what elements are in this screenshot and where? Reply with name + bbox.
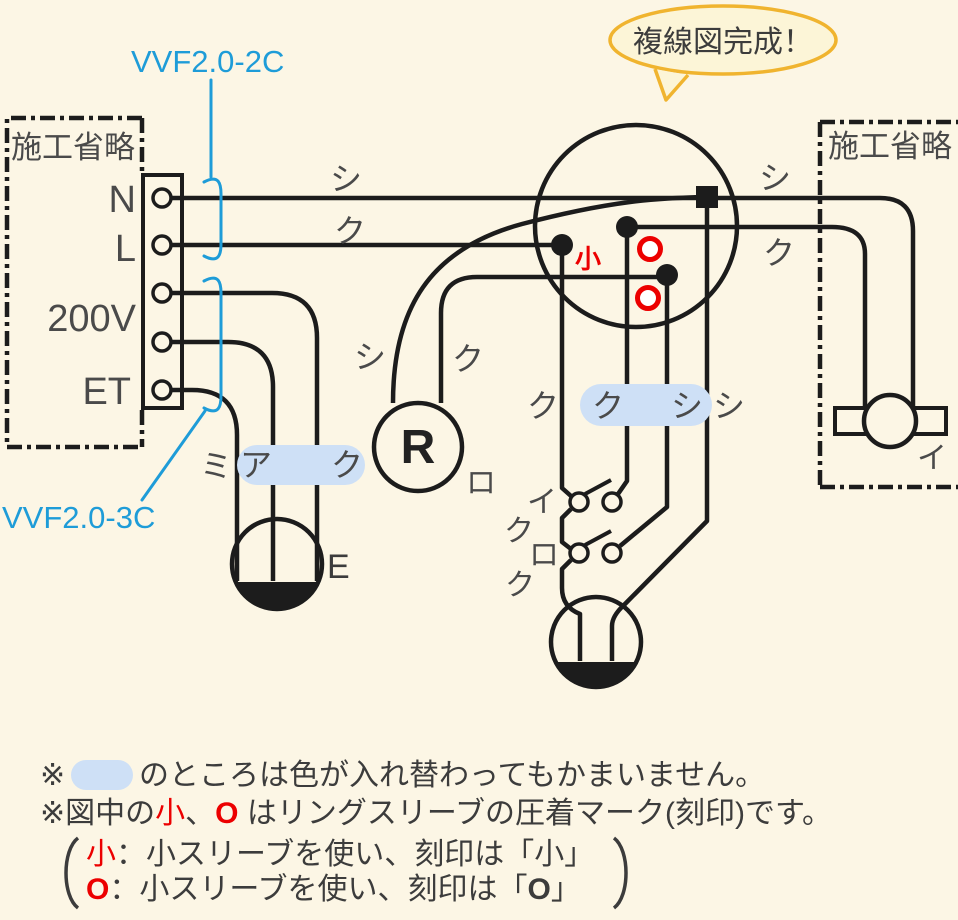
speech-bubble-tail [653, 68, 690, 102]
switch-i-contact-left [568, 491, 590, 513]
cable-markers [140, 78, 223, 502]
wire-label-mi: ミ [200, 448, 232, 484]
switches [568, 478, 623, 564]
note-paren-left [64, 836, 80, 910]
switch-i-lever [584, 478, 612, 496]
wire-switch-ro-return [618, 284, 670, 548]
cable-2c-label: VVF2.0-2C [131, 44, 284, 79]
note-line4-mark: O [86, 873, 109, 906]
note-line3-text: ：小スリーブを使い、刻印は「小」 [116, 838, 594, 871]
note-line4-mark2: O [528, 873, 551, 906]
switch-ro-contact-left [568, 542, 590, 564]
wire-label-shi-receptacle: シ [354, 339, 386, 375]
switch-ro-contact-right [601, 542, 623, 564]
note-line2-prefix: ※図中の [40, 797, 155, 830]
note-line4: O：小スリーブを使い、刻印は「O」 [86, 873, 581, 906]
wire-switch-common-3 [559, 558, 583, 661]
wall-outlet-fill [556, 662, 636, 687]
speech-bubble [608, 4, 838, 76]
terminal-et [151, 379, 173, 401]
terminal-200v-2 [151, 331, 173, 353]
earth-outlet-label: E [327, 548, 350, 586]
right-panel-border [817, 119, 958, 490]
lamp-receptacle-label: ロ [466, 467, 496, 500]
terminal-label-l: L [115, 228, 136, 270]
earth-outlet-fill [236, 582, 318, 609]
terminal-l [151, 234, 173, 256]
lamp-receptacle-letter: R [401, 421, 436, 474]
note-line1-pill [71, 760, 133, 790]
note-line2: ※図中の小、O はリングスリーブの圧着マーク(刻印)です。 [40, 797, 832, 830]
terminal-label-200v: 200V [47, 298, 136, 340]
note-line2-mark-circle: O [215, 797, 238, 830]
cable-2c-bracket [202, 177, 223, 261]
speech-bubble-text: 複線図完成！ [633, 26, 813, 59]
wire-earth-et [171, 387, 240, 581]
crimp-mark-ring-lower [635, 285, 661, 311]
wire-label-a: ア [240, 447, 272, 483]
note-paren-right [612, 836, 628, 910]
switch-ro-lever [584, 529, 612, 547]
wire-receptacle-black [438, 274, 667, 403]
wire-label-ku-sw2: ク [592, 388, 624, 424]
left-panel-border [4, 115, 142, 450]
wire-label-ku-sw1: ク [527, 388, 559, 424]
sleeve-dot-lower [656, 264, 678, 286]
wire-outlet-white [609, 206, 710, 661]
wire-label-ku-200v: ク [331, 447, 363, 483]
terminal-label-n: N [109, 179, 136, 221]
switch-wire-ku-1: ク [504, 515, 534, 548]
terminal-200v-1 [151, 282, 173, 304]
wire-label-ku-top-right: ク [763, 235, 795, 271]
wire-switch-common-2 [559, 507, 573, 551]
wire-label-shi-sw4: シ [713, 388, 745, 424]
ceiling-lamp-right-box [911, 406, 948, 436]
note-line4-pre: ：小スリーブを使い、刻印は「 [109, 873, 527, 906]
cable-3c-label: VVF2.0-3C [2, 500, 155, 535]
cable-3c-bracket [202, 276, 223, 413]
wire-label-ku-receptacle: ク [452, 341, 484, 377]
note-line4-post: 」 [551, 873, 581, 906]
wire-switch-i-return [616, 236, 630, 496]
highlight-pill-switch [580, 384, 712, 426]
note-line3-mark: 小 [86, 838, 116, 871]
ceiling-lamp-label: イ [917, 442, 947, 475]
note-line3: 小：小スリーブを使い、刻印は「小」 [86, 838, 594, 871]
wire-switch-common-1 [559, 252, 573, 498]
left-panel-title: 施工省略 [11, 130, 135, 165]
wire-label-ku-top-left: ク [334, 213, 366, 249]
note-line2-mark-small: 小 [155, 797, 185, 830]
highlight-pill-outlet200 [237, 445, 365, 485]
wire-label-shi-top-left: シ [330, 161, 362, 197]
crimp-mark-small-label: 小 [575, 244, 601, 274]
wire-label-shi-top-right: シ [759, 160, 791, 196]
note-line1-prefix: ※ [40, 759, 65, 792]
crimp-mark-ring-upper [637, 236, 663, 262]
lamp-receptacle-body [371, 400, 465, 494]
wire-200v-lower [171, 339, 276, 581]
ceiling-lamp-circle [861, 392, 919, 450]
right-panel-title: 施工省略 [828, 129, 952, 164]
switch-i-label: イ [527, 486, 557, 519]
cable-3c-leader [140, 409, 207, 502]
switch-i-contact-right [601, 491, 623, 513]
note-line2-comma: 、 [185, 797, 215, 830]
wire-receptacle-white [390, 194, 706, 404]
terminals [151, 187, 173, 401]
wire-200v-upper [171, 290, 320, 581]
switch-wire-ku-2: ク [505, 569, 535, 602]
terminal-label-et: ET [82, 371, 131, 413]
wire-label-shi-sw3: シ [671, 388, 703, 424]
wire-junction-to-lamp [627, 224, 868, 407]
switch-ro-label: ロ [529, 539, 559, 572]
terminal-n [151, 187, 173, 209]
note-line1-text: のところは色が入れ替わってもかまいません。 [139, 759, 765, 792]
connector-square [696, 186, 718, 208]
sleeve-dot-small [551, 234, 573, 256]
note-line2-suffix: はリングスリーブの圧着マーク(刻印)です。 [238, 797, 832, 830]
wire-neutral-n [171, 195, 916, 407]
wires [171, 194, 916, 661]
sleeve-dot-upper [616, 216, 638, 238]
